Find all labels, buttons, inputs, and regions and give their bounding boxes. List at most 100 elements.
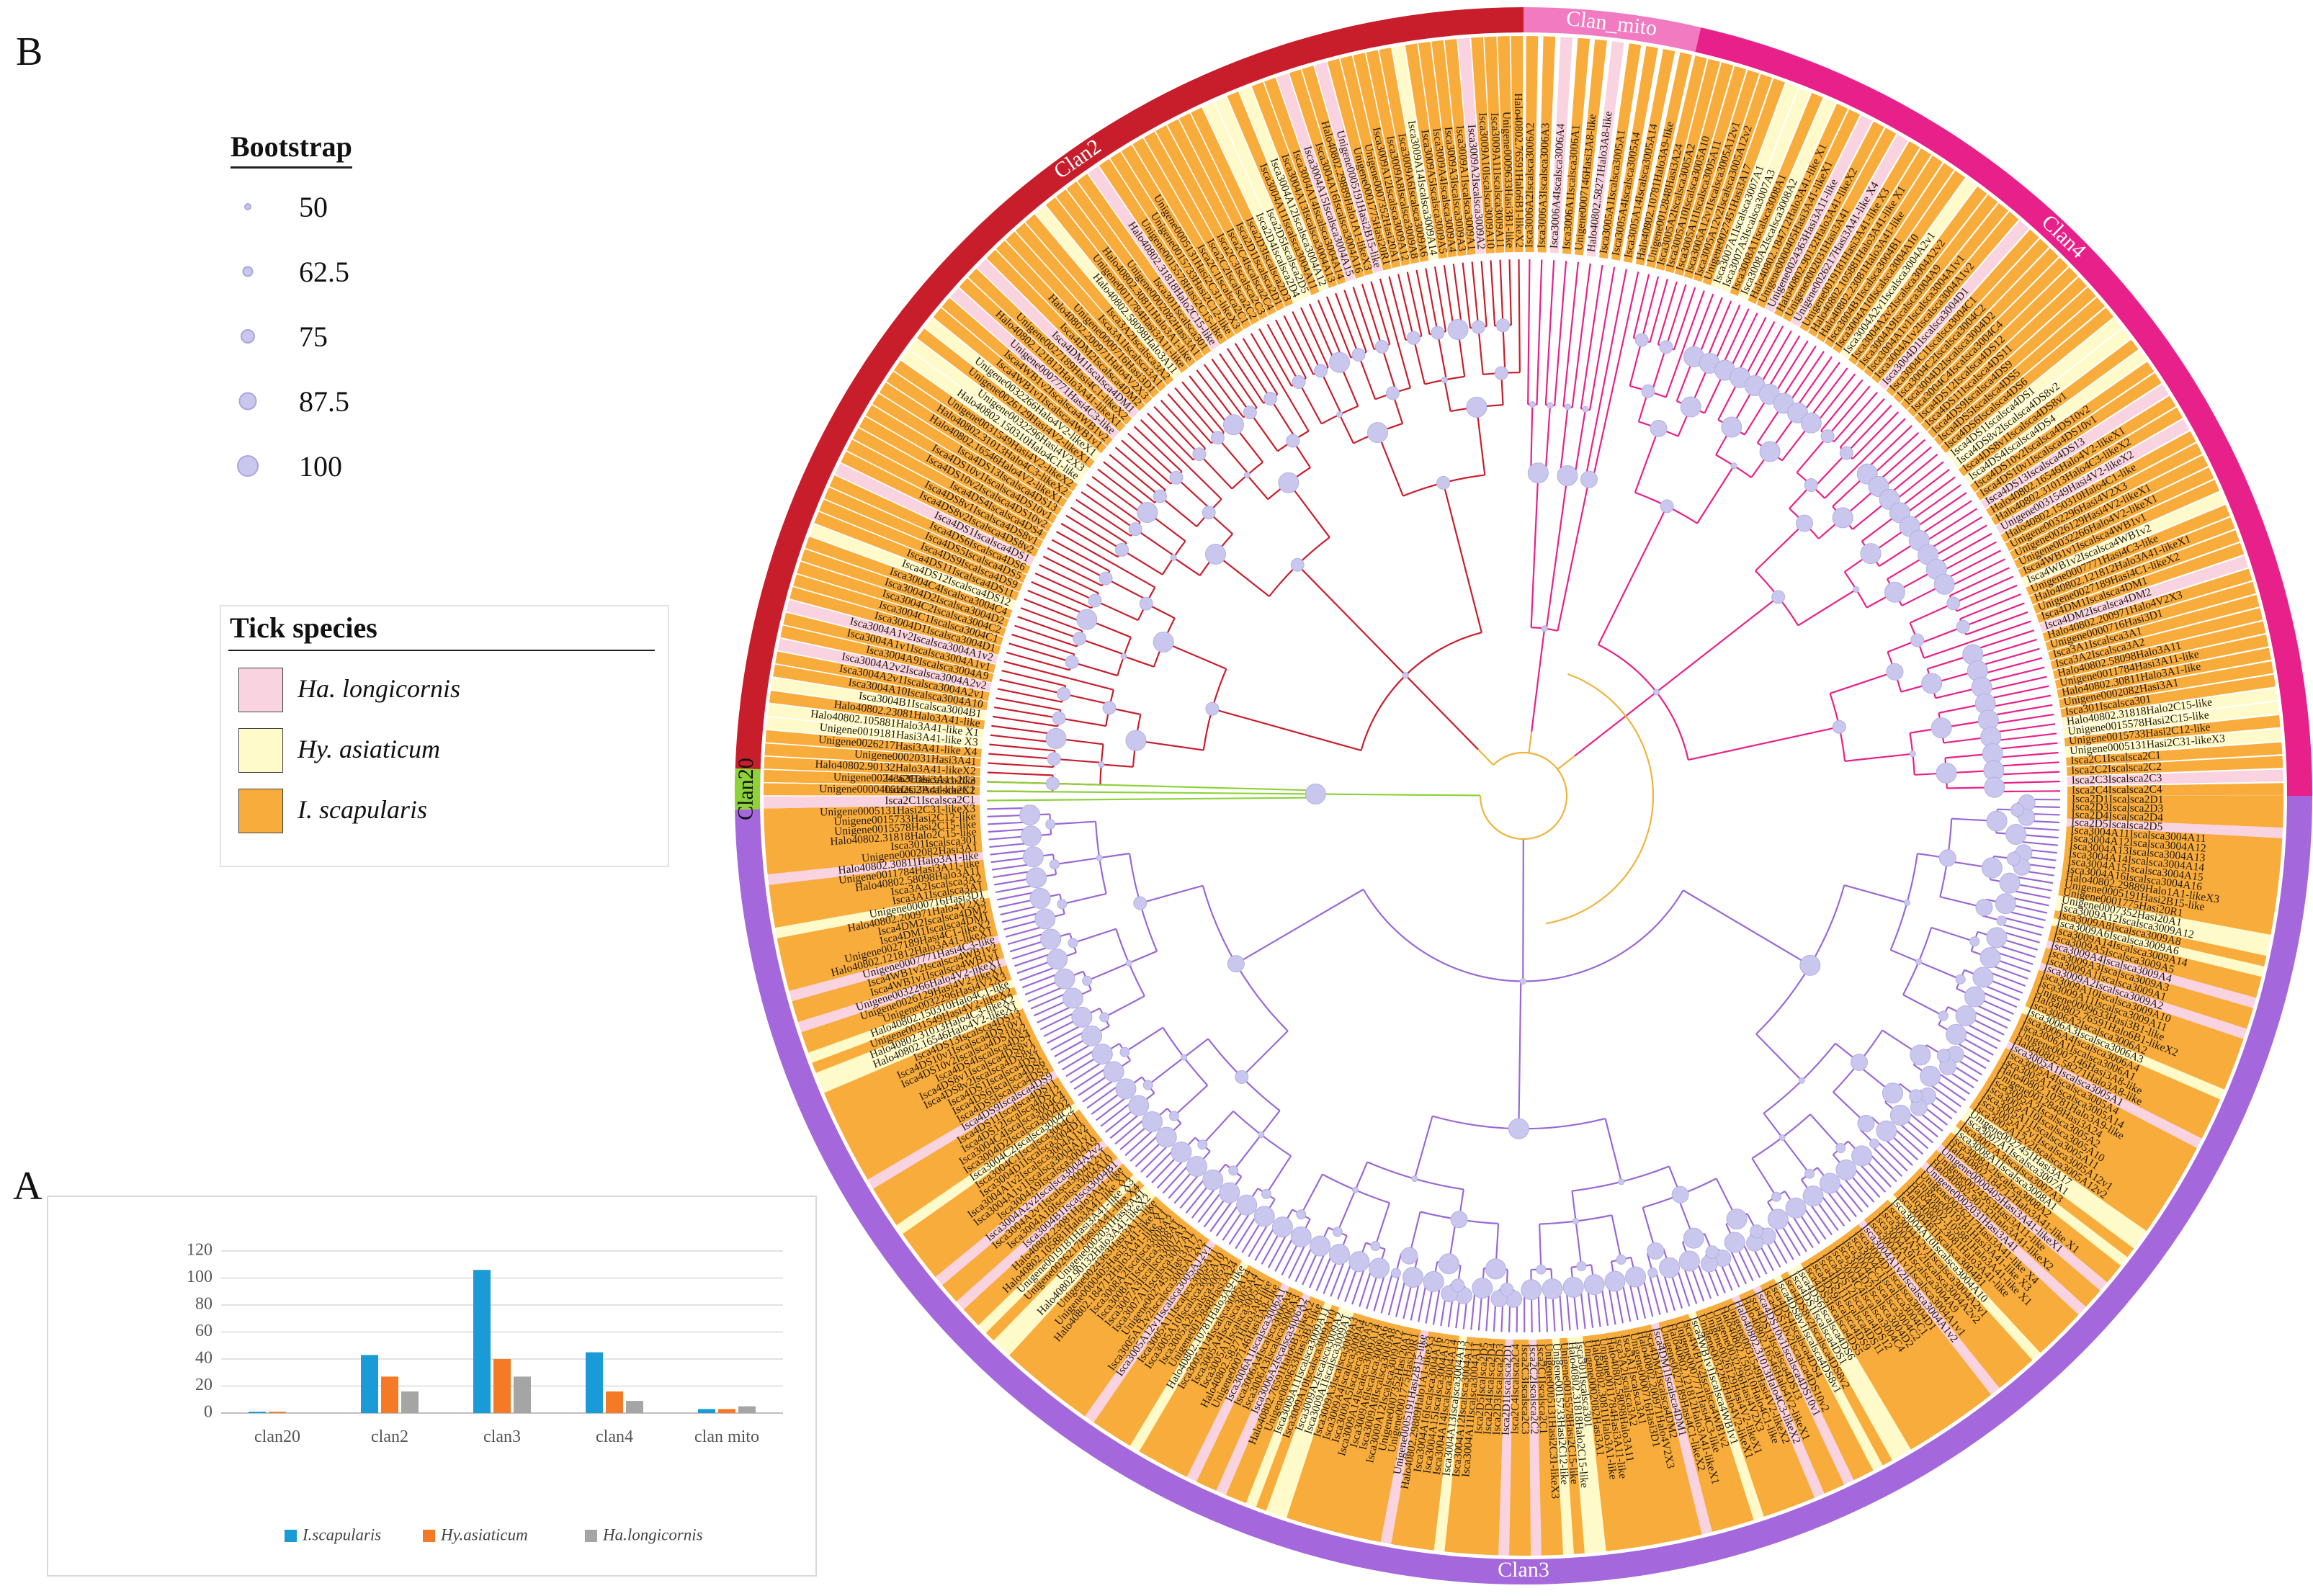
tip-label-band [2021, 1005, 2225, 1101]
legend-label: Hy.asiaticum [440, 1525, 528, 1543]
bootstrap-node-dot [1169, 470, 1184, 485]
tick-species-legend-title: Tick species [230, 611, 377, 644]
tip-label-band [1627, 1327, 1681, 1542]
tree-branch [1381, 346, 1397, 393]
bootstrap-node-dot [2010, 802, 2025, 817]
tip-label-band [780, 625, 994, 683]
legend-label: I.scapularis [302, 1525, 381, 1543]
bootstrap-node-dot [1385, 386, 1400, 400]
tip-label-band [2030, 984, 2237, 1071]
tree-branch [1750, 326, 1784, 385]
tip-label: Unigene0005131Hasi2C31-likeX3 [820, 802, 976, 818]
tree-branch [1931, 926, 1975, 943]
bootstrap-node-dot [1557, 465, 1578, 486]
tip-label-band [1147, 1268, 1262, 1462]
bootstrap-value-label: 62.5 [299, 256, 349, 288]
tip-label-band [1227, 91, 1320, 295]
tip-label-band [1680, 1314, 1754, 1524]
bootstrap-node-dot [1955, 974, 1966, 985]
species-name-label: Ha. longicornis [297, 674, 461, 703]
tip-label-band [1195, 1286, 1297, 1487]
bootstrap-node-dot [1933, 573, 1955, 595]
tip-label-band [1347, 1324, 1406, 1538]
bootstrap-node-dot [1227, 955, 1245, 973]
bootstrap-node-dot [1616, 1254, 1627, 1265]
tip-label-band [2066, 756, 2283, 776]
bootstrap-node-dot [1779, 1134, 1786, 1142]
bootstrap-node-dot [1886, 663, 1904, 681]
tree-branch [1008, 642, 1073, 663]
tree-branch [1971, 629, 2035, 652]
tree-branch [1196, 369, 1238, 423]
bootstrap-node-dot [1047, 949, 1068, 970]
bootstrap-value-label: 75 [299, 320, 328, 353]
bootstrap-node-dot [1228, 1165, 1239, 1176]
bootstrap-node-dot [1253, 1206, 1275, 1227]
tree-branch [1462, 262, 1472, 328]
bootstrap-node-dot [1071, 1006, 1093, 1028]
tree-branch [1518, 981, 1522, 1129]
tree-branch [1545, 475, 1568, 629]
tree-branch [1109, 454, 1161, 497]
tip-label-band [1931, 1149, 2101, 1300]
tip-label-band [835, 463, 1035, 566]
tip-label-band [941, 1145, 1113, 1294]
tree-branch [1665, 290, 1705, 398]
tip-label-band [2052, 621, 2266, 680]
bootstrap-node-dot [1804, 478, 1818, 493]
tip-label-band [1392, 45, 1439, 261]
tree-branch [1250, 333, 1310, 432]
bootstrap-node-dot [1290, 1226, 1312, 1247]
tip-label-band [1875, 1204, 2025, 1376]
tip-label-band [2067, 783, 2283, 796]
tree-branch [1121, 549, 1163, 575]
bootstrap-node-dot [1045, 819, 1056, 830]
tip-label-band [1955, 1119, 2134, 1258]
tip-label-band [1066, 181, 1204, 362]
tree-branch [1490, 260, 1496, 326]
bootstrap-node-dot [1133, 896, 1147, 910]
tip-label-band [800, 549, 1009, 628]
tree-branch [990, 734, 1056, 744]
tree-branch [1226, 348, 1265, 404]
tip-label-band [841, 451, 1039, 557]
bootstrap-legend-row: 50 [231, 174, 403, 239]
tree-branch [1557, 479, 1591, 631]
bootstrap-node-dot [1920, 1065, 1941, 1087]
tip-label-band [1302, 66, 1374, 276]
tip-label-band [985, 1179, 1145, 1341]
bootstrap-node-dot [1956, 619, 1970, 634]
bootstrap-node-dot [1471, 320, 1485, 334]
tree-branch [1246, 474, 1269, 500]
tip-label-band [1498, 36, 1514, 253]
tree-branch [1140, 419, 1222, 500]
tip-label-band [766, 843, 983, 874]
tip-label-band [1566, 1337, 1596, 1554]
tip-label-band [1379, 1330, 1429, 1544]
tree-branch [1300, 1173, 1323, 1215]
tip-label-band [1745, 1288, 1845, 1490]
tip-label: Isca2D5Iscalsca2D5 [2071, 816, 2163, 833]
tree-branch [1911, 492, 1967, 531]
tip-label-band [968, 268, 1132, 425]
tree-branch [987, 797, 1316, 802]
tree-branch [1844, 753, 1913, 762]
tip-label-band [836, 1028, 1036, 1132]
tree-branch [1696, 465, 1735, 524]
tree-branch [1073, 928, 1117, 944]
tip-label-band [846, 1042, 1043, 1152]
bootstrap-node-dot [1678, 1250, 1700, 1272]
tip-label-band [1457, 37, 1485, 254]
bootstrap-node-dot [1351, 348, 1366, 362]
tree-branch [1597, 506, 1668, 645]
bootstrap-dot-icon [244, 203, 251, 210]
bootstrap-node-dot [1204, 543, 1226, 565]
tip-label-band [764, 796, 980, 809]
tip-label-band [1001, 1190, 1156, 1355]
tip-label-band [1032, 1211, 1179, 1384]
tree-branch [1101, 763, 1134, 768]
bootstrap-node-dot [1853, 586, 1860, 593]
tip-label-band [1421, 1335, 1459, 1551]
tree-branch [1377, 432, 1404, 497]
bootstrap-node-dot [1542, 1278, 1563, 1300]
